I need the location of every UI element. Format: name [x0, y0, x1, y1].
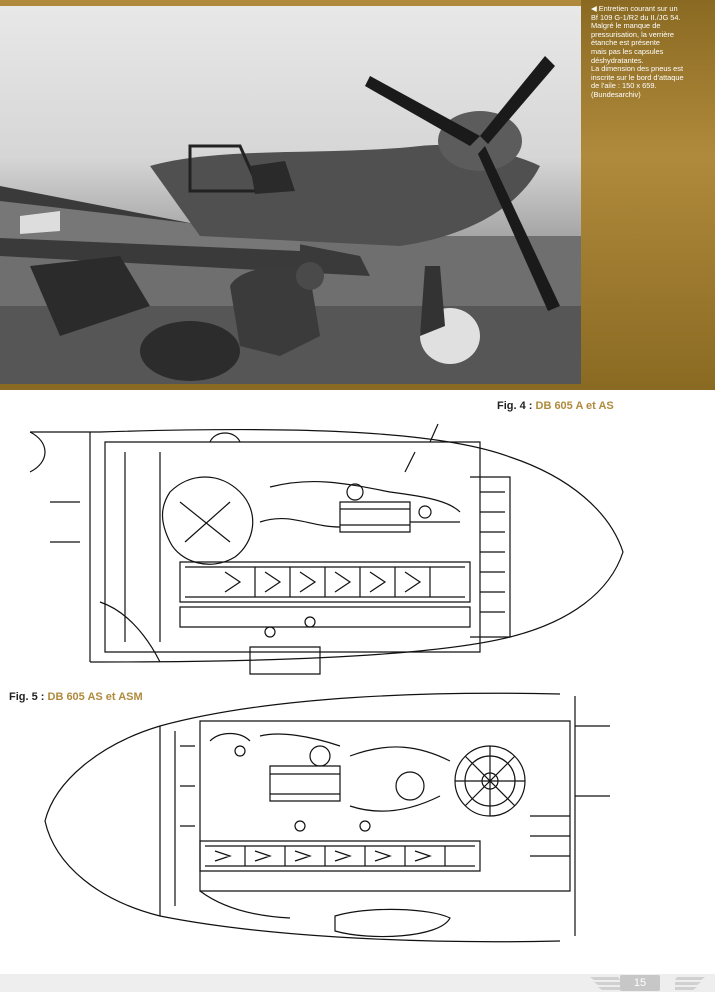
figure-4-title: DB 605 A et AS: [535, 400, 614, 412]
photo-bottom-band: [0, 384, 715, 390]
page-footer: [0, 974, 715, 992]
caption-panel: [581, 0, 715, 390]
figure-4-engine-drawing: [29, 423, 624, 675]
figure-5-engine-drawing: [44, 692, 610, 943]
figure-4-label: Fig. 4 : DB 605 A et AS: [497, 400, 614, 412]
page-number: 15: [620, 975, 660, 991]
figure-5-label: Fig. 5 : DB 605 AS et ASM: [9, 691, 143, 703]
figure-5-number: Fig. 5 :: [9, 691, 48, 703]
figure-5-title: DB 605 AS et ASM: [47, 691, 143, 703]
aircraft-maintenance-photo: [0, 6, 581, 384]
figure-4-number: Fig. 4 :: [497, 400, 536, 412]
top-accent-strip: [0, 0, 715, 6]
page-wing-emblem: [590, 977, 705, 990]
photo-caption: ◀ Entretien courant sur un Bf 109 G-1/R2…: [591, 4, 684, 99]
